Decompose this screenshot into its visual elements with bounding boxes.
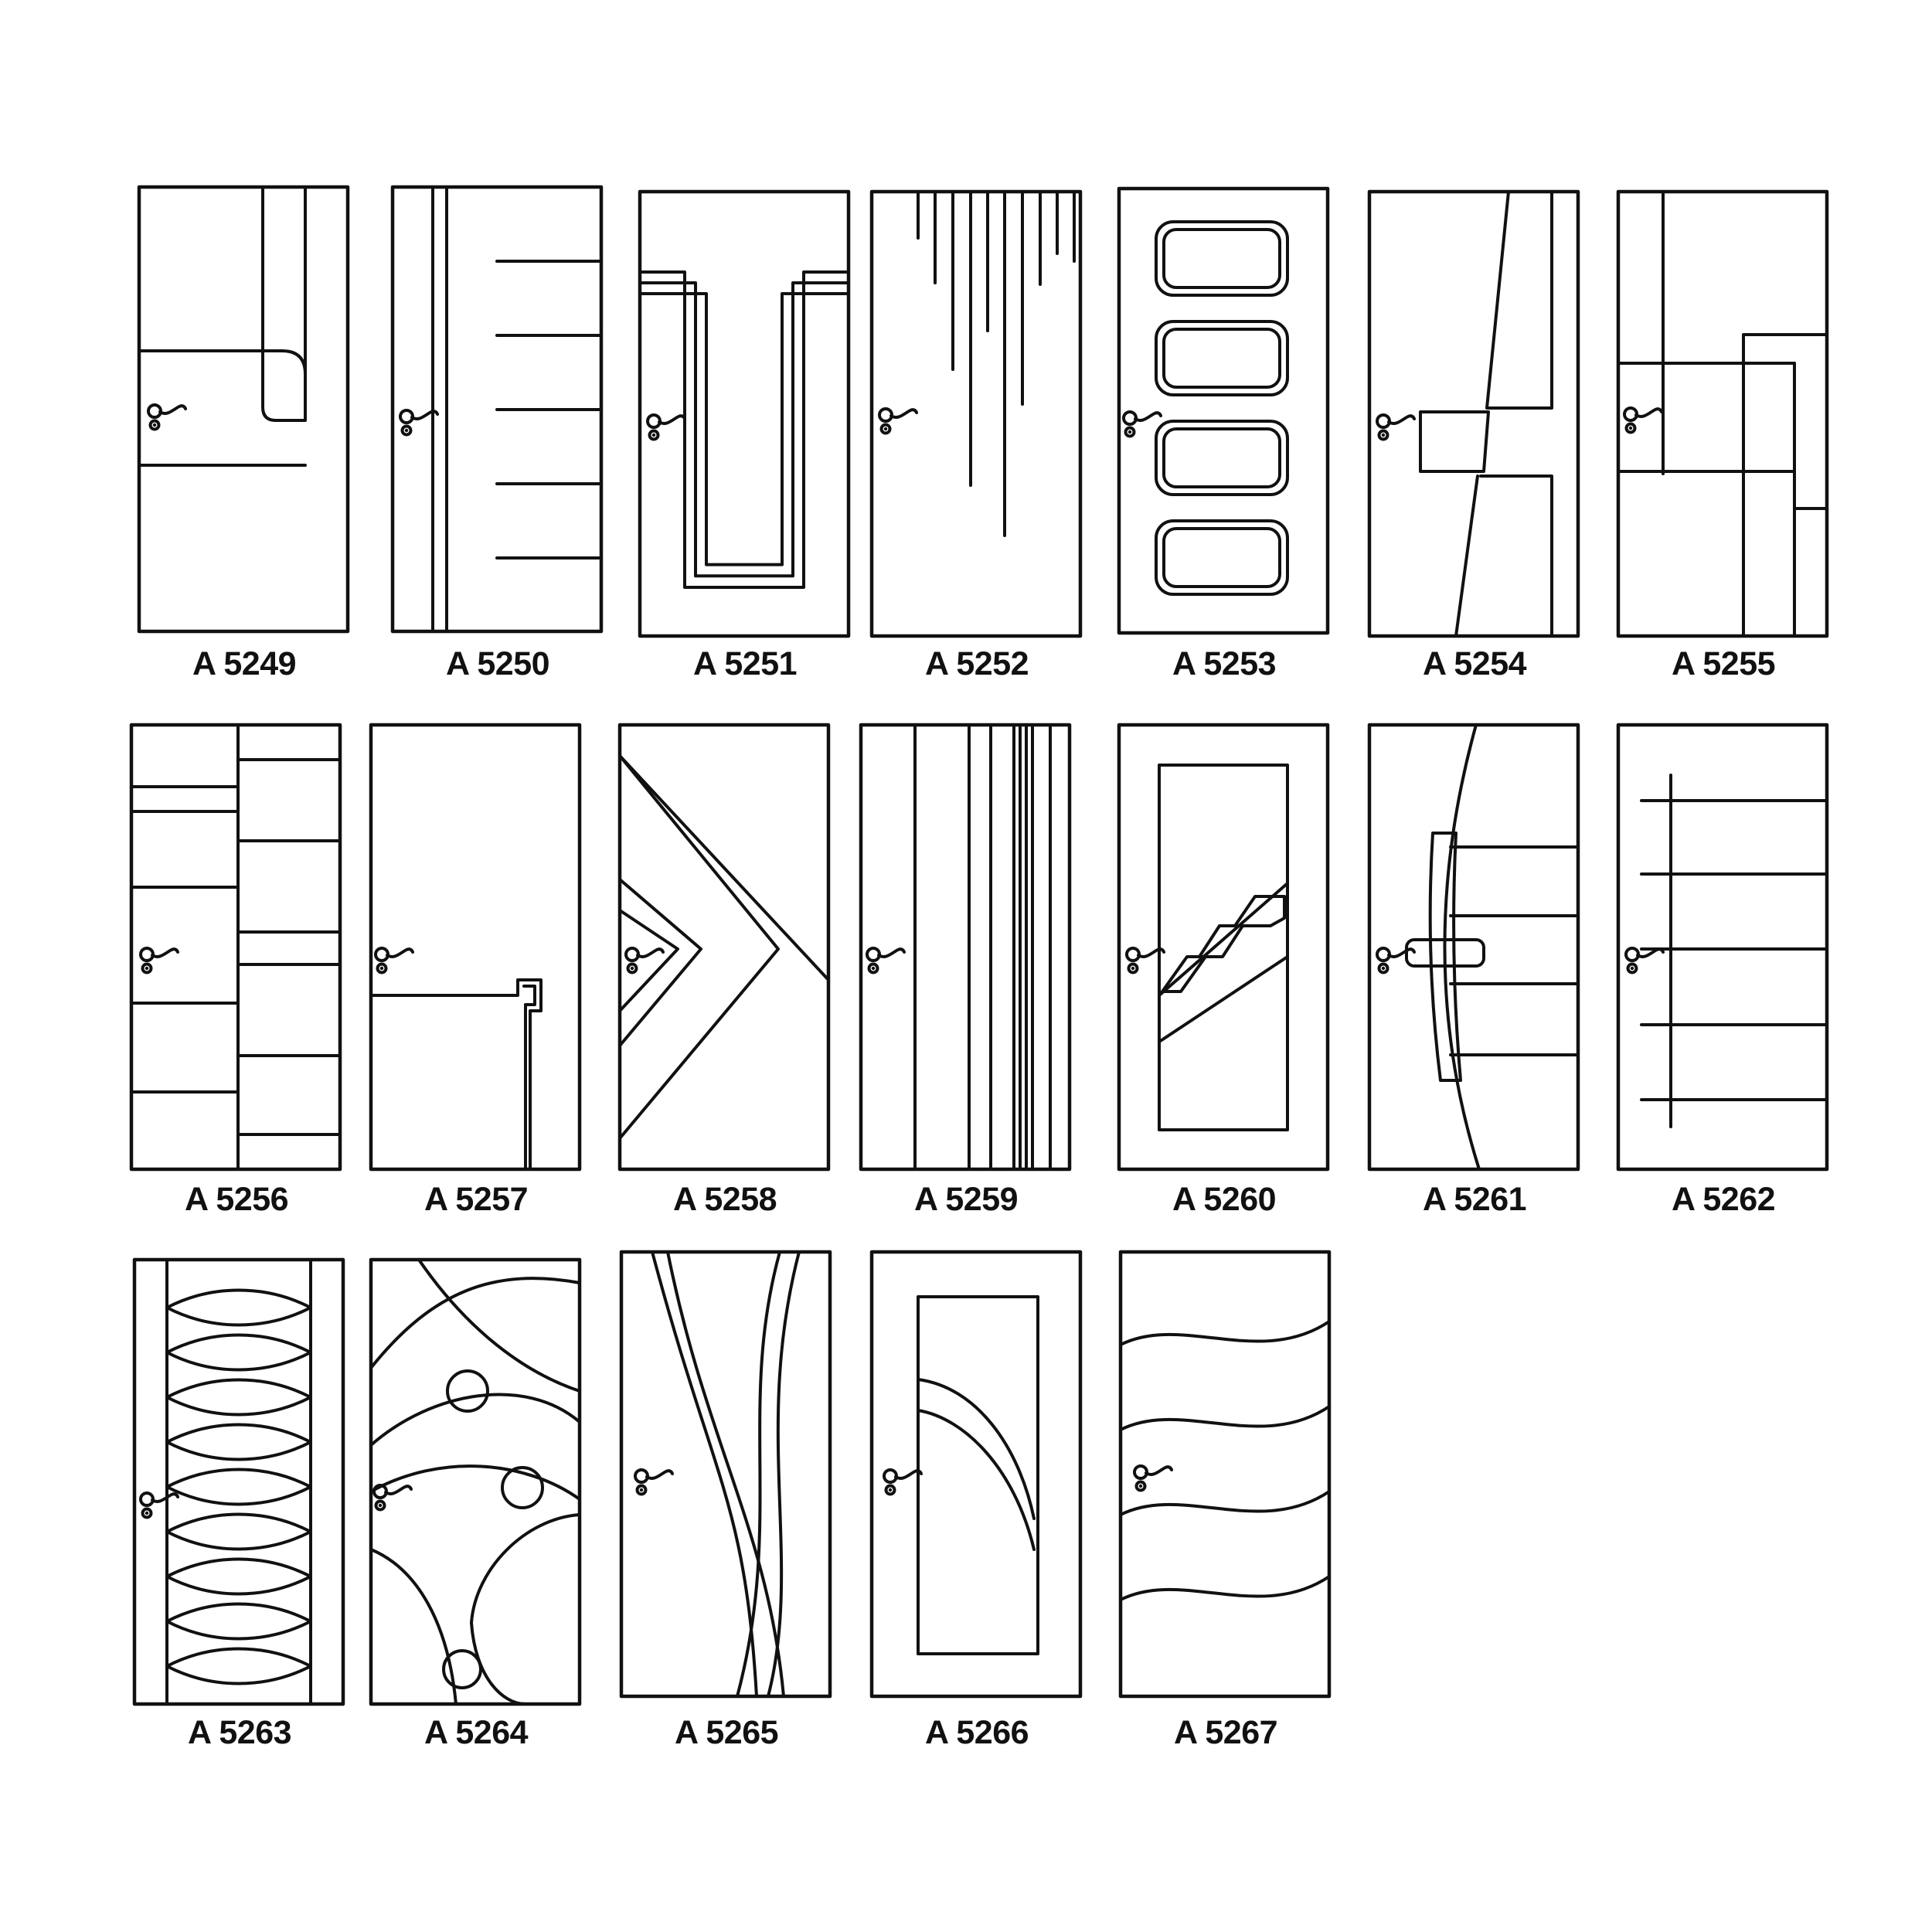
door-handle-icon [139, 1492, 179, 1519]
door-handle-icon [1122, 410, 1162, 438]
door-handle-icon [1376, 947, 1416, 975]
door-code: A 5255 [1671, 645, 1776, 682]
door-frame [369, 723, 582, 1172]
door-frame [129, 723, 342, 1172]
door-item[interactable]: A 5263 [131, 1257, 348, 1768]
door-drawing [1118, 1250, 1332, 1699]
door-drawing [1117, 723, 1330, 1172]
door-code: A 5259 [913, 1181, 1019, 1218]
door-item[interactable]: A 5260 [1116, 723, 1332, 1233]
door-code: A 5252 [924, 645, 1029, 682]
door-item[interactable]: A 5255 [1615, 189, 1832, 700]
door-item[interactable]: A 5262 [1615, 723, 1832, 1233]
door-handle-icon [878, 407, 918, 435]
door-frame [1367, 723, 1580, 1172]
door-drawing [129, 723, 342, 1172]
door-drawing [132, 1257, 345, 1706]
door-drawing [869, 189, 1083, 638]
door-drawing [137, 185, 350, 634]
door-handle-icon [147, 403, 187, 431]
door-handle-icon [883, 1468, 923, 1496]
door-frame [617, 723, 831, 1172]
door-item[interactable]: A 5250 [389, 185, 606, 696]
door-frame [1117, 186, 1330, 635]
door-code: A 5250 [445, 645, 550, 682]
door-item[interactable]: A 5254 [1366, 189, 1583, 700]
door-code: A 5267 [1173, 1714, 1278, 1751]
door-handle-icon [399, 409, 439, 437]
door-drawing [869, 1250, 1083, 1699]
door-frame [1616, 723, 1829, 1172]
door-frame [1367, 189, 1580, 638]
door-drawing [1367, 189, 1580, 638]
door-handle-icon [372, 1484, 413, 1512]
door-drawing [1367, 723, 1580, 1172]
door-item[interactable]: A 5267 [1117, 1250, 1334, 1760]
door-frame [132, 1257, 345, 1706]
door-frame [859, 723, 1072, 1172]
door-handle-icon [1624, 947, 1665, 975]
door-handle-icon [624, 947, 665, 975]
door-item[interactable]: A 5253 [1116, 186, 1332, 697]
door-drawing [1616, 189, 1829, 638]
door-code: A 5251 [692, 645, 798, 682]
door-frame [869, 1250, 1083, 1699]
door-frame [638, 189, 851, 638]
door-code: A 5249 [192, 645, 297, 682]
door-code: A 5262 [1671, 1181, 1776, 1218]
door-code: A 5254 [1422, 645, 1527, 682]
door-frame [869, 189, 1083, 638]
door-code: A 5253 [1172, 645, 1277, 682]
door-item[interactable]: A 5249 [136, 185, 352, 696]
door-frame [137, 185, 350, 634]
door-drawing [369, 723, 582, 1172]
door-handle-icon [374, 947, 414, 975]
door-drawing [369, 1257, 582, 1706]
door-handle-icon [646, 413, 686, 441]
door-handle-icon [1623, 406, 1663, 434]
door-handle-icon [1133, 1464, 1173, 1492]
door-drawing [1117, 186, 1330, 635]
door-item[interactable]: A 5264 [368, 1257, 584, 1768]
door-item[interactable]: A 5265 [618, 1250, 835, 1760]
door-item[interactable]: A 5251 [637, 189, 853, 700]
door-frame [1118, 1250, 1332, 1699]
door-item[interactable]: A 5261 [1366, 723, 1583, 1233]
door-drawing [1616, 723, 1829, 1172]
door-handle-icon [866, 947, 906, 975]
door-item[interactable]: A 5252 [869, 189, 1085, 700]
door-drawing [859, 723, 1072, 1172]
door-code: A 5257 [423, 1181, 529, 1218]
door-frame [1117, 723, 1330, 1172]
door-drawing [638, 189, 851, 638]
door-drawing [619, 1250, 832, 1699]
door-code: A 5260 [1172, 1181, 1277, 1218]
door-code: A 5266 [924, 1714, 1029, 1751]
door-handle-icon [634, 1468, 674, 1496]
door-item[interactable]: A 5266 [869, 1250, 1085, 1760]
door-drawing [390, 185, 604, 634]
door-handle-icon [1376, 413, 1416, 441]
door-drawing [617, 723, 831, 1172]
door-code: A 5264 [423, 1714, 529, 1751]
door-handle-icon [139, 947, 179, 975]
door-code: A 5263 [187, 1714, 292, 1751]
door-item[interactable]: A 5257 [368, 723, 584, 1233]
door-handle-icon [1125, 947, 1165, 975]
door-frame [369, 1257, 582, 1706]
door-frame [619, 1250, 832, 1699]
door-code: A 5256 [184, 1181, 289, 1218]
door-item[interactable]: A 5256 [128, 723, 345, 1233]
door-item[interactable]: A 5259 [858, 723, 1074, 1233]
door-code: A 5258 [672, 1181, 777, 1218]
door-item[interactable]: A 5258 [617, 723, 833, 1233]
door-code: A 5265 [674, 1714, 779, 1751]
door-code: A 5261 [1422, 1181, 1527, 1218]
